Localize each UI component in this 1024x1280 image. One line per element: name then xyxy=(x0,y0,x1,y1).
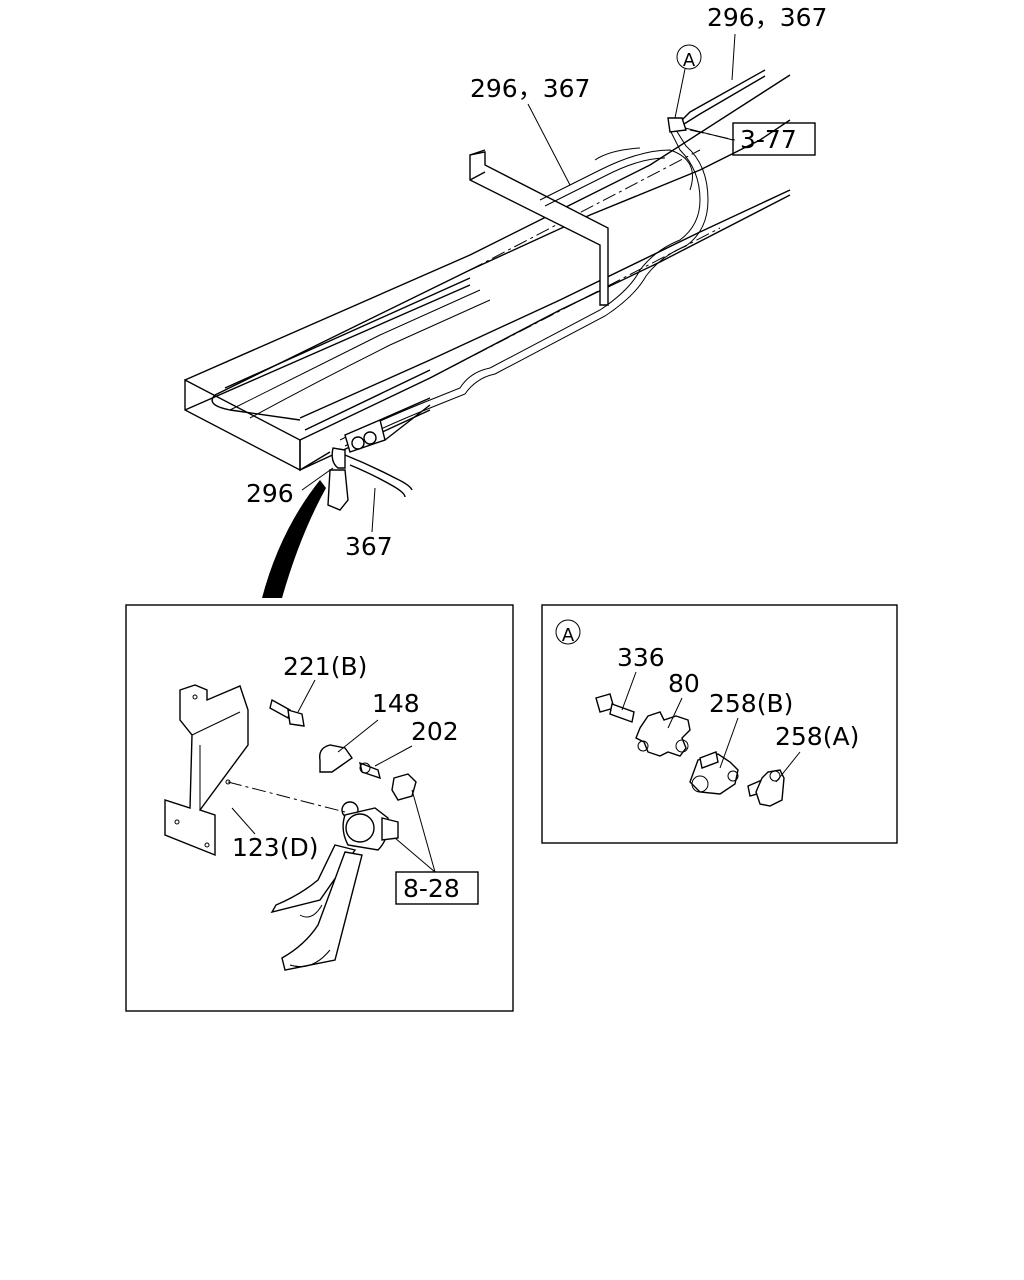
elbow-fitting xyxy=(391,773,417,801)
label-148: 148 xyxy=(372,689,420,718)
horn-detail-inset: 221(B) 148 202 123(D) 8-28 xyxy=(125,604,514,1012)
label-202: 202 xyxy=(411,717,459,746)
bracket-123d xyxy=(164,684,249,857)
top-callouts: 296，367 296，367 A 3-77 296 367 xyxy=(246,3,827,561)
label-221b: 221(B) xyxy=(283,652,367,681)
elbow-258a xyxy=(755,769,785,807)
horn-trumpet-upper xyxy=(270,844,357,914)
ref-a-circle-inset xyxy=(555,619,581,645)
label-258b: 258(B) xyxy=(709,689,793,718)
label-80: 80 xyxy=(668,669,700,698)
bolt-221b xyxy=(287,709,305,727)
label-336: 336 xyxy=(617,643,665,672)
ref-a-circle-top xyxy=(676,44,702,70)
nipple-202 xyxy=(359,761,381,780)
detail-pointer xyxy=(262,480,326,598)
joint-a-detail-inset: A 336 80 258(B) 258(A) xyxy=(541,604,898,844)
callout-296-367-top-center: 296，367 xyxy=(470,74,590,103)
elbow-148 xyxy=(319,744,353,773)
horn-trumpet-lower xyxy=(281,851,363,971)
callout-367-bottom: 367 xyxy=(345,532,393,561)
air-pipes xyxy=(229,69,766,447)
joint-inset-frame xyxy=(541,604,898,844)
ref-8-28-box xyxy=(395,871,479,905)
ref-3-77-box xyxy=(732,122,816,156)
callout-296-367-top-right: 296，367 xyxy=(707,3,827,32)
cross-80 xyxy=(635,711,691,757)
horn-inset-frame xyxy=(125,604,514,1012)
label-258a: 258(A) xyxy=(775,722,859,751)
ref-8-28-label: 8-28 xyxy=(403,874,460,903)
ref-a-top-label: A xyxy=(683,50,696,71)
ref-3-77-label: 3-77 xyxy=(740,125,797,154)
label-123d: 123(D) xyxy=(232,833,318,862)
chassis-frame xyxy=(184,74,791,472)
ref-a-inset-label: A xyxy=(562,625,575,646)
front-horn-connectors xyxy=(327,397,431,511)
callout-296-left: 296 xyxy=(246,479,294,508)
